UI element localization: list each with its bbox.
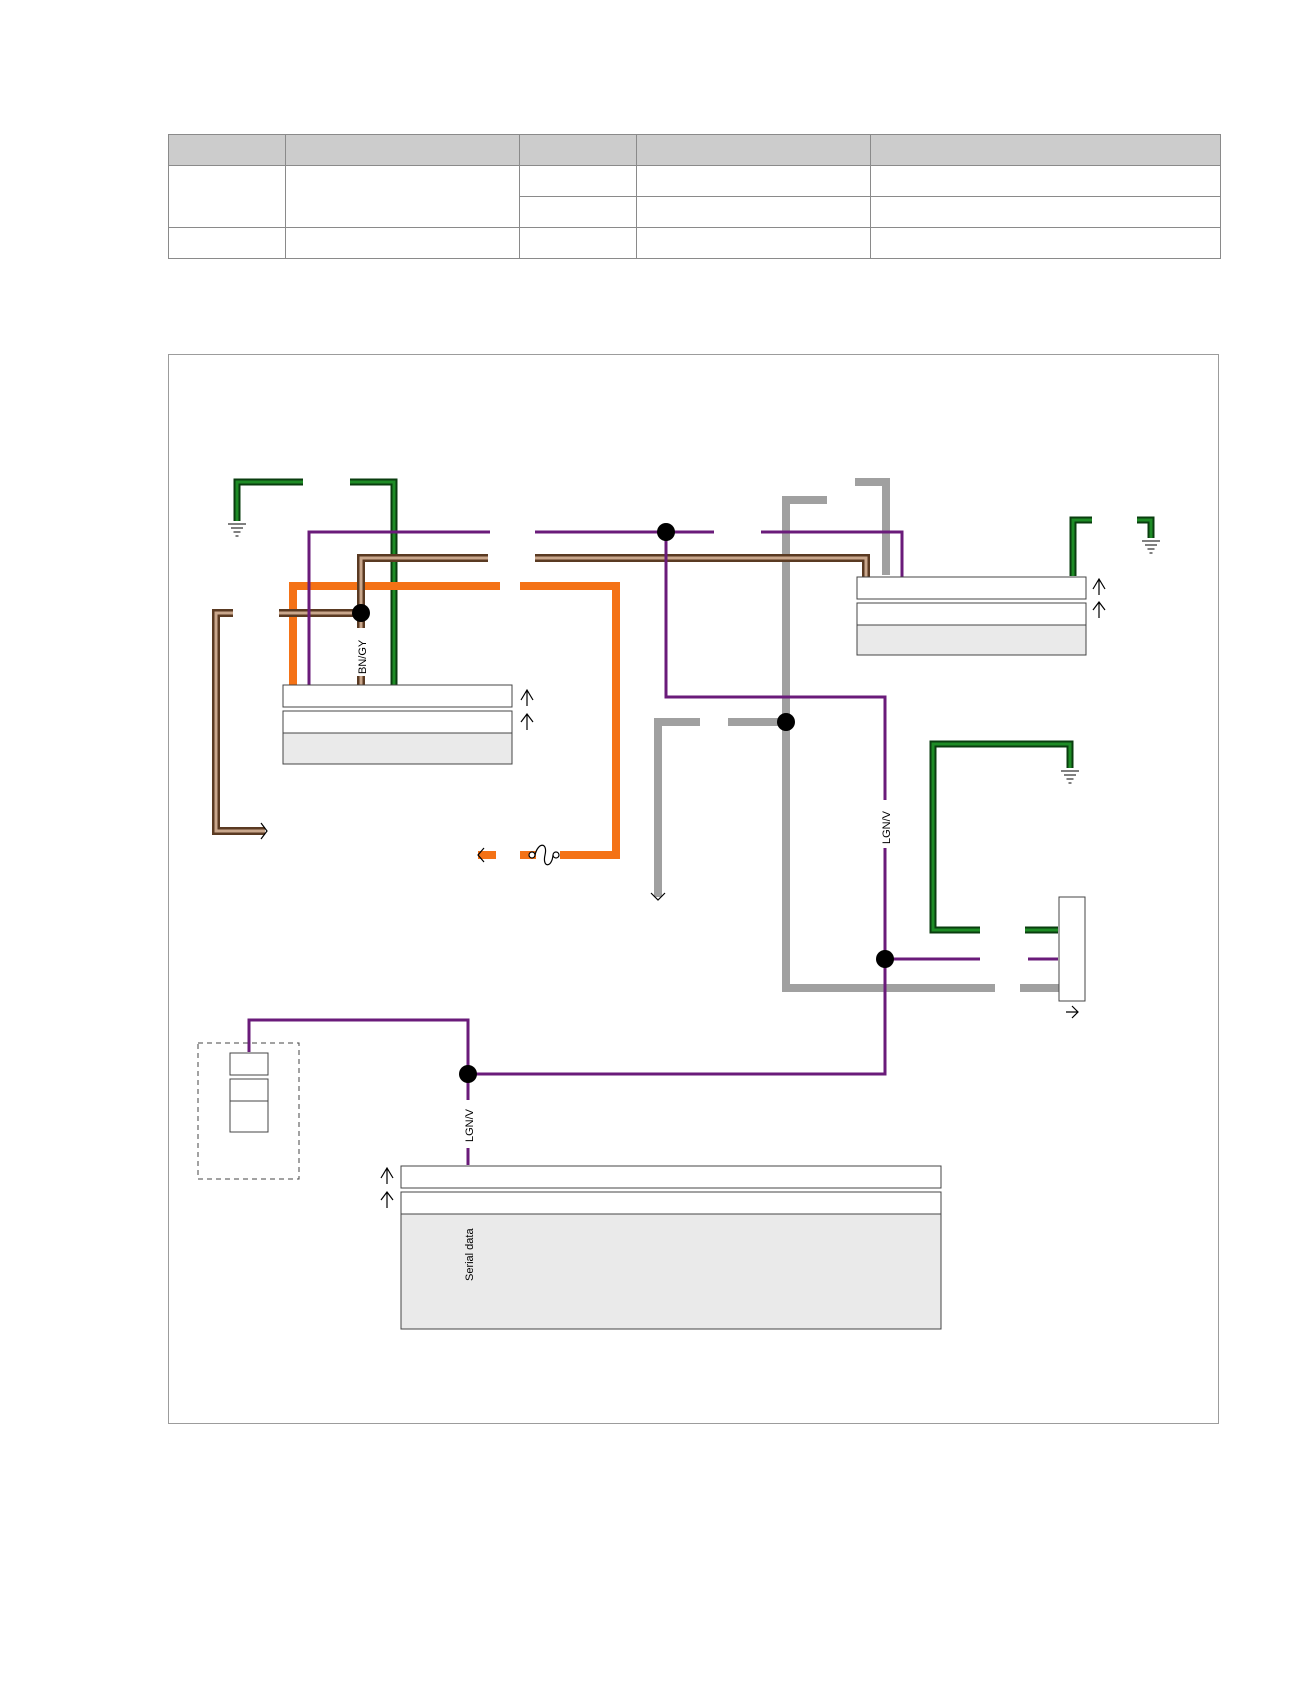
table-row (168, 227, 1221, 259)
wire-label-lgn-v-lower: LGN/V (464, 1108, 476, 1142)
table-cell (168, 227, 286, 259)
module-left-connector-b (282, 710, 513, 734)
table-cell (519, 196, 637, 228)
connector-icon (1066, 1005, 1079, 1019)
table-cell (870, 165, 1221, 197)
orange-wire-right-loop (520, 582, 620, 859)
wire-label-lgn-v-upper: LGN/V (881, 810, 893, 844)
purple-wire-right-top (761, 530, 904, 577)
module-bottom-body (400, 1213, 942, 1330)
splice-icon (352, 604, 370, 622)
connector-icon (260, 822, 268, 840)
connector-block-right (1058, 896, 1086, 1002)
gray-gap-masks (700, 476, 1020, 996)
green-wire-right-module (1069, 516, 1092, 576)
module-left (282, 684, 513, 765)
purple-wire-left-top (307, 530, 490, 685)
module-left-body (282, 732, 513, 765)
ground-icon (1060, 770, 1080, 784)
ground-icon (1141, 540, 1161, 554)
table-header-cell (519, 134, 637, 166)
purple-wire-lgn-v-bus (468, 532, 887, 1076)
splice-points (352, 523, 894, 1083)
table-header-cell (870, 134, 1221, 166)
splice-icon (777, 713, 795, 731)
brown-wire-to-right-module (535, 554, 870, 577)
table-row (168, 165, 1221, 228)
green-wire-ground-left (233, 478, 303, 521)
module-bottom-connector-b (400, 1191, 942, 1215)
green-wire-lower-loop (929, 740, 1074, 934)
label-masks (352, 628, 894, 1148)
green-wire-ground-right (1137, 516, 1155, 538)
table-cell (519, 227, 637, 259)
orange-wire-top (289, 582, 500, 685)
module-left-connector (282, 684, 513, 708)
connector-table (168, 134, 1221, 259)
serial-data-label: Serial data (464, 1228, 476, 1281)
module-right (856, 576, 1087, 656)
table-header-cell (168, 134, 286, 166)
fuse-icon (528, 844, 560, 866)
table-cell (636, 227, 871, 259)
wire-label-bn-gy: BN/GY (357, 639, 369, 674)
connector-table-grid (168, 134, 1221, 259)
gray-wire-upper-right (855, 478, 890, 575)
table-cell (636, 165, 871, 197)
gray-wire-main (782, 496, 995, 992)
dashed-component-body (229, 1100, 269, 1133)
table-header-cell (636, 134, 871, 166)
table-cell (285, 227, 520, 259)
connector-icon (380, 1166, 394, 1208)
splice-icon (876, 950, 894, 968)
brown-wires (212, 554, 870, 835)
diagram-frame (168, 354, 1219, 1424)
purple-wire-lower (247, 1018, 470, 1165)
connector-arrows (260, 577, 1106, 1208)
module-right-connector (856, 576, 1087, 600)
purple-wires (247, 530, 1058, 1165)
module-right-connector-b (856, 602, 1087, 626)
table-cell (519, 165, 637, 197)
dashed-component-pin-b (229, 1078, 269, 1102)
splice-icon (657, 523, 675, 541)
connector-icon (1092, 577, 1106, 618)
table-cell (168, 165, 286, 228)
dashed-component-outline (197, 1042, 300, 1180)
module-bottom-connector (400, 1165, 942, 1189)
splice-icon (459, 1065, 477, 1083)
brown-wire-left-loop (212, 609, 265, 835)
connector-icon (520, 688, 534, 730)
connector-icon (650, 892, 666, 901)
module-bottom: Serial data (400, 1165, 942, 1330)
ground-icon (227, 523, 247, 537)
green-wires (233, 478, 1155, 934)
connector-icon (477, 847, 485, 863)
table-cell (636, 196, 871, 228)
module-right-body (856, 624, 1087, 656)
table-cell (285, 165, 520, 228)
brown-wire-bn-gy (357, 554, 488, 685)
dashed-component (197, 1042, 300, 1180)
gray-wire-left-drop (654, 718, 700, 897)
table-row (169, 196, 1221, 228)
table-cell (870, 227, 1221, 259)
dashed-component-pin (229, 1052, 269, 1076)
